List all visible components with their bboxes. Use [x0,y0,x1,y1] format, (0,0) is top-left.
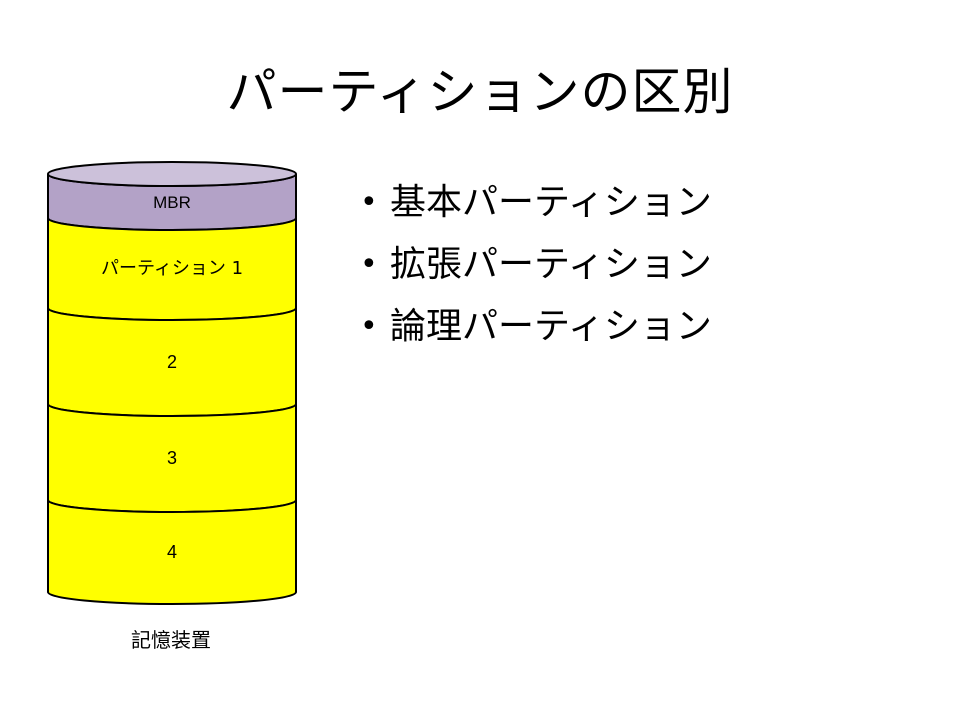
bullet-text: 論理パーティション [390,306,712,347]
partition-1-label: パーティション 1 [101,258,243,279]
partition-4-label: 4 [167,542,177,562]
disk-top [47,161,297,187]
bullet-list: • 基本パーティション • 拡張パーティション • 論理パーティション [360,172,712,358]
disk-caption: 記憶装置 [131,628,211,652]
bullet-text: 拡張パーティション [390,244,712,285]
partition-2-label: 2 [167,352,177,372]
bullet-marker: • [360,309,378,344]
bullet-marker: • [360,247,378,282]
bullet-text: 基本パーティション [390,182,712,223]
bullet-item: • 拡張パーティション [360,234,712,296]
mbr-label: MBR [153,193,191,212]
partition-3-label: 3 [167,448,177,468]
bullet-item: • 論理パーティション [360,296,712,358]
slide-title: パーティションの区別 [226,63,734,121]
bullet-item: • 基本パーティション [360,172,712,234]
bullet-marker: • [360,185,378,220]
partition-4-segment [47,499,297,605]
